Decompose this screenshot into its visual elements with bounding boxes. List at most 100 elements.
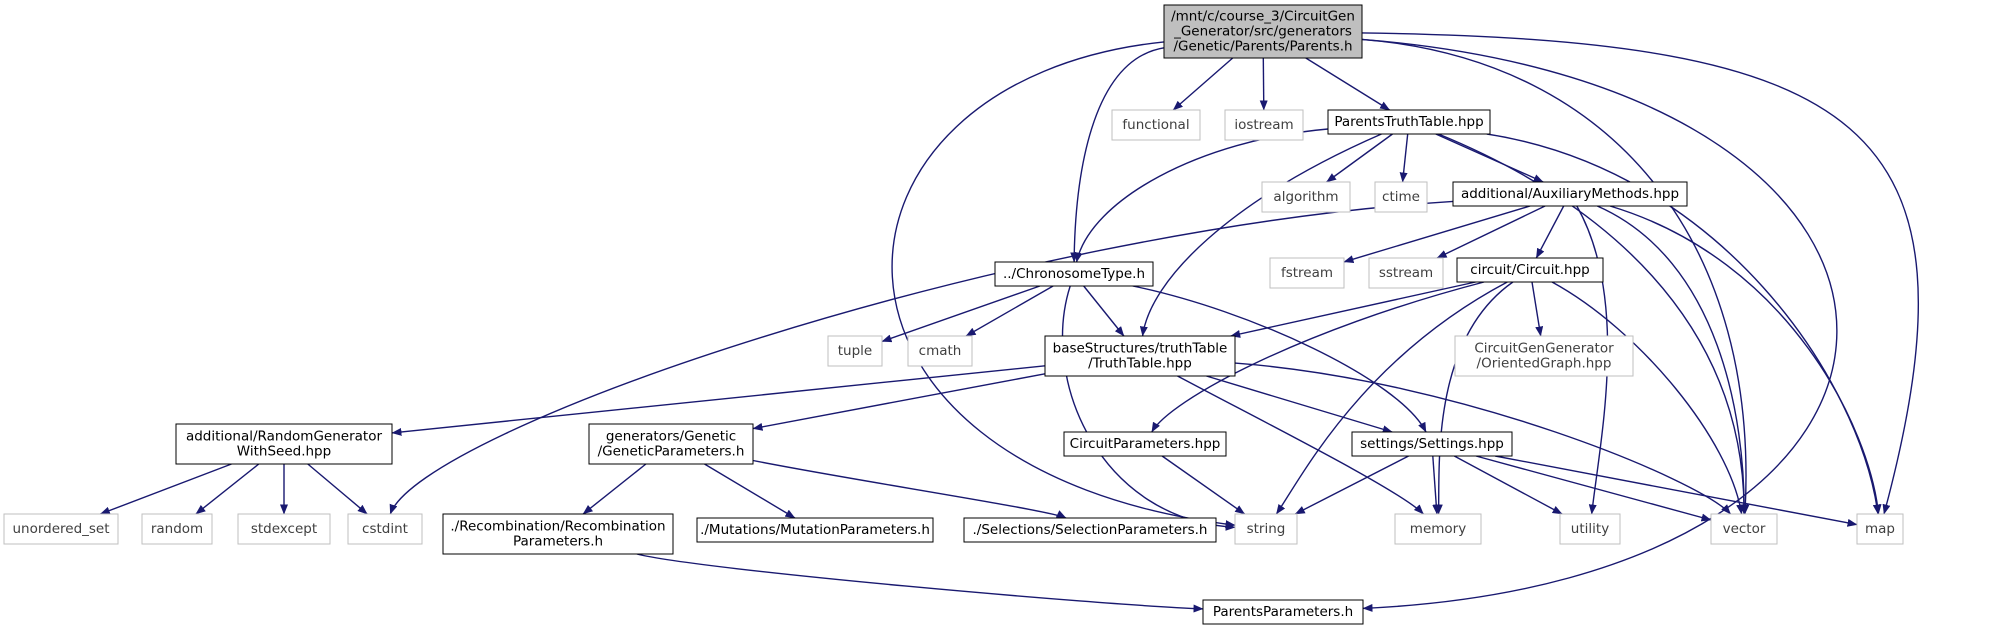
node-label: /OrientedGraph.hpp [1477,356,1612,372]
node-ptt[interactable]: ParentsTruthTable.hpp [1327,109,1491,135]
node-label: CircuitGenGenerator [1474,341,1614,357]
node-circparams[interactable]: CircuitParameters.hpp [1063,431,1227,457]
edge-aux-to-vector [1597,205,1749,515]
edge-rng-to-unordered_set [99,463,232,515]
node-vector: vector [1710,513,1778,545]
edge-ptt-to-aux [1435,133,1544,183]
node-box [588,423,754,465]
edge-ptt-to-algorithm [1326,133,1393,183]
node-label: map [1865,521,1895,537]
edge-ptt-to-truth [1139,133,1382,337]
node-label: /TruthTable.hpp [1088,356,1192,372]
edge-truth-to-memory [1177,375,1424,515]
node-label: utility [1571,521,1609,537]
edge-chrono-to-cmath [965,285,1054,337]
edge-root-to-chrono [1070,47,1165,263]
node-label: /mnt/c/course_3/CircuitGen [1171,9,1355,25]
node-truth[interactable]: baseStructures/truthTable/TruthTable.hpp [1044,335,1236,377]
edge-settings-to-map [1495,455,1858,527]
node-root[interactable]: /mnt/c/course_3/CircuitGen_Generator/src… [1163,4,1363,59]
node-label: ./Recombination/Recombination [450,519,665,535]
node-box [1044,335,1236,377]
edge-chrono-to-settings [1132,285,1427,433]
node-box [347,513,423,545]
node-functional: functional [1111,109,1201,141]
node-circuit[interactable]: circuit/Circuit.hpp [1456,257,1604,283]
node-ctime: ctime [1374,181,1428,213]
node-label: random [151,521,203,537]
node-mutation[interactable]: ./Mutations/MutationParameters.h [696,517,934,543]
edge-ptt-to-map [1486,133,1881,515]
edge-settings-to-vector [1475,455,1712,522]
node-box [1368,257,1444,289]
node-settings[interactable]: settings/Settings.hpp [1351,431,1513,457]
edge-settings-to-string [1294,455,1409,515]
node-genparams[interactable]: generators/Genetic/GeneticParameters.h [588,423,754,465]
node-box [907,335,973,367]
edge-aux-to-map [1609,205,1882,515]
node-label: additional/RandomGenerator [186,429,382,445]
node-label: stdexcept [251,521,317,537]
node-box [1454,335,1634,377]
node-cstdint: cstdint [347,513,423,545]
edge-settings-to-utility [1453,455,1563,515]
node-box [237,513,331,545]
node-box [141,513,213,545]
node-box [1394,513,1482,545]
node-label: /Genetic/Parents/Parents.h [1173,39,1352,55]
edge-genparams-to-recomb [582,463,647,515]
edge-settings-to-memory [1432,455,1441,515]
node-box [1856,513,1904,545]
node-utility: utility [1559,513,1621,545]
edge-truth-to-rng [391,365,1046,436]
node-oriented: CircuitGenGenerator/OrientedGraph.hpp [1454,335,1634,377]
node-label: baseStructures/truthTable [1053,341,1228,357]
node-box [1269,257,1345,289]
node-box [1374,181,1428,213]
node-memory: memory [1394,513,1482,545]
node-label: ParentsTruthTable.hpp [1334,114,1483,130]
nodes-layer: /mnt/c/course_3/CircuitGen_Generator/src… [3,4,1904,625]
node-stdexcept: stdexcept [237,513,331,545]
node-chrono[interactable]: ../ChronosomeType.h [994,261,1154,287]
node-unordered_set: unordered_set [3,513,119,545]
edge-recomb-to-parentsparams [636,553,1204,613]
node-label: CircuitParameters.hpp [1070,436,1221,452]
node-map: map [1856,513,1904,545]
edge-root-to-ptt [1305,57,1391,111]
edge-circuit-to-string [1275,281,1508,515]
node-label: iostream [1234,117,1293,133]
node-box [1234,513,1298,545]
node-box [696,517,934,543]
node-random: random [141,513,213,545]
node-selection[interactable]: ./Selections/SelectionParameters.h [963,517,1217,543]
edge-root-to-iostream [1259,57,1268,111]
edge-circuit-to-oriented [1531,281,1544,337]
node-label: _Generator/src/generators [1173,24,1352,40]
node-box [1202,599,1364,625]
node-label: functional [1122,117,1189,133]
node-label: WithSeed.hpp [237,444,331,460]
node-label: cstdint [362,521,408,537]
node-parentsparams[interactable]: ParentsParameters.h [1202,599,1364,625]
edge-root-to-map [1361,32,1920,515]
node-tuple: tuple [827,335,883,367]
node-recomb[interactable]: ./Recombination/RecombinationParameters.… [442,513,674,555]
edge-truth-to-settings [1206,375,1393,434]
edge-aux-to-circuit [1535,205,1565,259]
node-box [1456,257,1604,283]
node-label: algorithm [1273,189,1338,205]
node-cmath: cmath [907,335,973,367]
node-aux[interactable]: additional/AuxiliaryMethods.hpp [1452,181,1688,207]
node-label: additional/AuxiliaryMethods.hpp [1461,186,1679,202]
node-box [3,513,119,545]
edge-truth-to-genparams [752,373,1046,431]
node-label: generators/Genetic [606,429,736,445]
node-label: settings/Settings.hpp [1360,436,1504,452]
node-label: ctime [1382,189,1420,205]
node-box [1327,109,1491,135]
node-box [442,513,674,555]
node-box [1261,181,1351,213]
node-string: string [1234,513,1298,545]
